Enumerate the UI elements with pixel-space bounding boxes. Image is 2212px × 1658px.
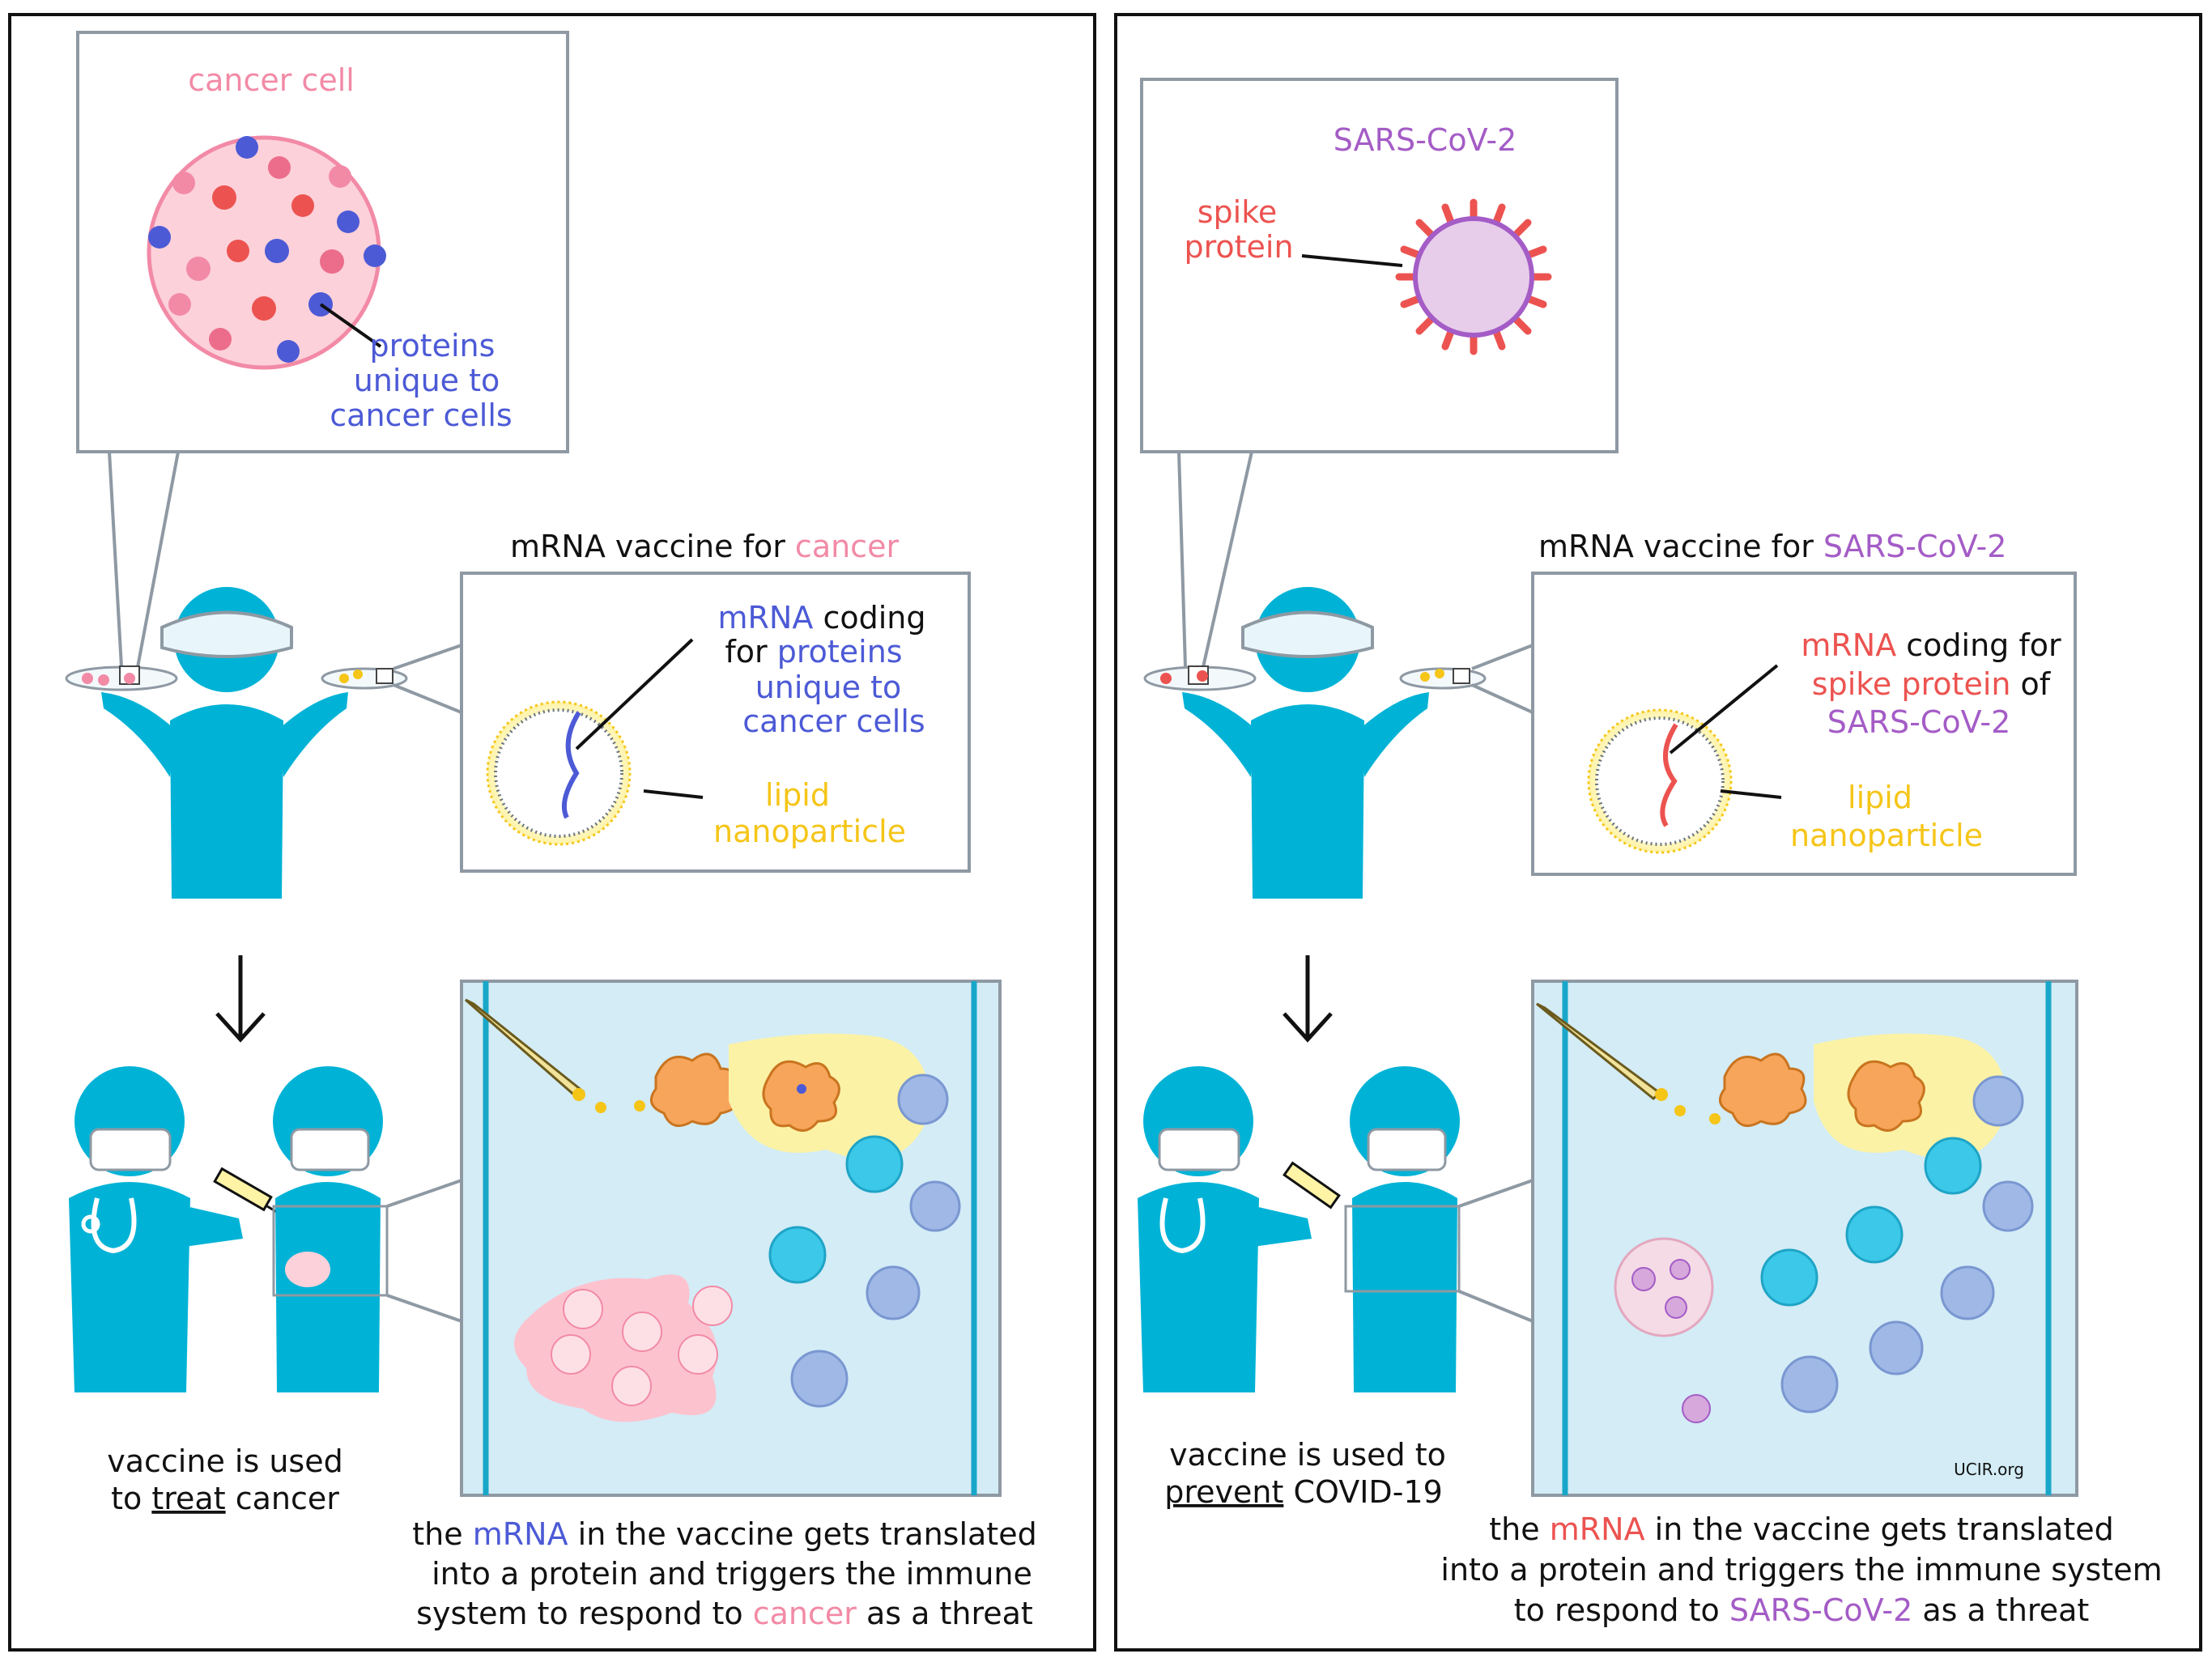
right-bottom-caption-2: into a protein and triggers the immune s… [1440,1552,2162,1588]
left-use-caption-emph: treat [151,1481,225,1516]
cancer-cell-title: cancer cell [188,62,355,98]
left-use-caption-2-prefix: to [111,1481,151,1516]
left-bottom-caption-3: system to respond to cancer as a threat [416,1596,1033,1631]
right-use-caption-2: prevent COVID-19 [1164,1474,1443,1510]
right-bottom-caption-3: to respond to SARS-CoV-2 as a threat [1514,1592,2090,1628]
right-bottom-caption-1-suffix: in the vaccine gets translated [1645,1511,2114,1547]
left-immune-panel [460,980,1002,1497]
spike-label-2: protein [1184,229,1293,265]
right-use-caption-emph: prevent [1164,1474,1283,1510]
right-use-caption-2-suffix: COVID-19 [1283,1474,1442,1510]
right-lipid-label-2: nanoparticle [1790,818,1983,853]
left-mrna-line2-target: proteins [777,634,903,670]
right-down-arrow-icon [1283,955,1333,1043]
doctor-figure [69,1066,243,1392]
left-vaccine-title-target: cancer [795,529,900,564]
right-mrna-word: mRNA [1801,627,1896,663]
left-bottom-caption-3-suffix: as a threat [857,1596,1033,1631]
cancer-cell-inset: cancer cell [76,31,569,453]
right-vaccine-inset: mRNA coding for spike protein of SARS-Co… [1531,572,2077,876]
left-mrna-line2: for proteins [725,634,902,670]
syringe-icon-right [1283,1161,1341,1209]
right-mrna-line1: mRNA coding for [1801,627,2061,663]
right-vaccine-title: mRNA vaccine for SARS-CoV-2 [1538,529,2006,564]
proteins-label-3: cancer cells [330,397,512,433]
left-bottom-caption-1-prefix: the [412,1516,472,1552]
virus-title: SARS-CoV-2 [1334,122,1517,158]
left-lipid-label-1: lipid [765,777,830,813]
right-panel-frame [1114,13,2202,1652]
left-bottom-caption-2: into a protein and triggers the immune [432,1556,1032,1592]
right-mrna-line2-suffix: of [2010,666,2051,702]
left-down-arrow-icon [215,955,266,1043]
spike-label-1: spike [1197,194,1278,230]
left-bottom-caption-3-prefix: system to respond to [416,1596,753,1631]
proteins-label-2: unique to [354,363,500,398]
left-use-caption-1: vaccine is used [107,1443,342,1479]
left-vaccine-title: mRNA vaccine for cancer [510,529,899,564]
right-panel: SARS-CoV-2 [1138,78,2163,1628]
right-vaccine-title-target: SARS-CoV-2 [1823,529,2007,564]
left-use-caption-2-suffix: cancer [226,1481,340,1516]
left-bottom-caption-1-suffix: in the vaccine gets translated [568,1516,1037,1552]
virus-illustration [1301,198,1552,355]
right-lipid-label-1: lipid [1848,780,1912,815]
right-immune-panel [1531,980,2078,1497]
scientist-figure-right [1143,587,1487,899]
left-bottom-caption-target: cancer [753,1596,857,1631]
left-bottom-caption-1: the mRNA in the vaccine gets translated [412,1516,1036,1552]
left-mrna-word: mRNA [718,600,814,636]
right-bottom-caption-target: SARS-CoV-2 [1729,1592,1913,1628]
left-vaccine-inset: mRNA coding for proteins unique to cance… [460,572,971,873]
patient-figure-right [1344,1066,1461,1392]
right-bottom-caption-1: the mRNA in the vaccine gets translated [1489,1511,2113,1547]
left-mrna-line2-prefix: for [725,634,776,670]
patient-figure [272,1066,389,1392]
proteins-label-1: proteins [370,328,496,363]
left-lipid-label-2: nanoparticle [713,814,906,849]
left-mrna-line1: mRNA coding [718,600,926,636]
left-panel-frame [8,13,1096,1652]
left-mrna-line1-rest: coding [813,600,925,636]
left-use-caption-2: to treat cancer [111,1481,339,1516]
right-bottom-caption-3-prefix: to respond to [1514,1592,1729,1628]
right-bottom-caption-mrna: mRNA [1550,1511,1645,1547]
right-mrna-line2-target: spike protein [1812,666,2011,702]
scientist-figure [65,587,408,899]
left-panel: cancer cell [65,31,1037,1631]
left-bottom-caption-mrna: mRNA [473,1516,568,1552]
left-mrna-line3: unique to [755,670,902,705]
doctor-figure-right [1138,1066,1312,1392]
right-mrna-line2: spike protein of [1812,666,2052,702]
virus-inset: SARS-CoV-2 [1140,78,1619,453]
right-mrna-line1-rest: coding for [1896,627,2061,663]
left-mrna-line4: cancer cells [742,704,925,739]
cancer-cell-illustration [147,135,386,370]
right-bottom-caption-1-prefix: the [1489,1511,1549,1547]
right-use-caption-1: vaccine is used to [1169,1437,1446,1473]
left-vaccine-title-prefix: mRNA vaccine for [510,529,795,564]
right-bottom-caption-3-suffix: as a threat [1912,1592,2089,1628]
right-mrna-line3: SARS-CoV-2 [1827,704,2011,740]
right-vaccine-title-prefix: mRNA vaccine for [1538,529,1823,564]
watermark-text: UCIR.org [1954,1460,2024,1479]
